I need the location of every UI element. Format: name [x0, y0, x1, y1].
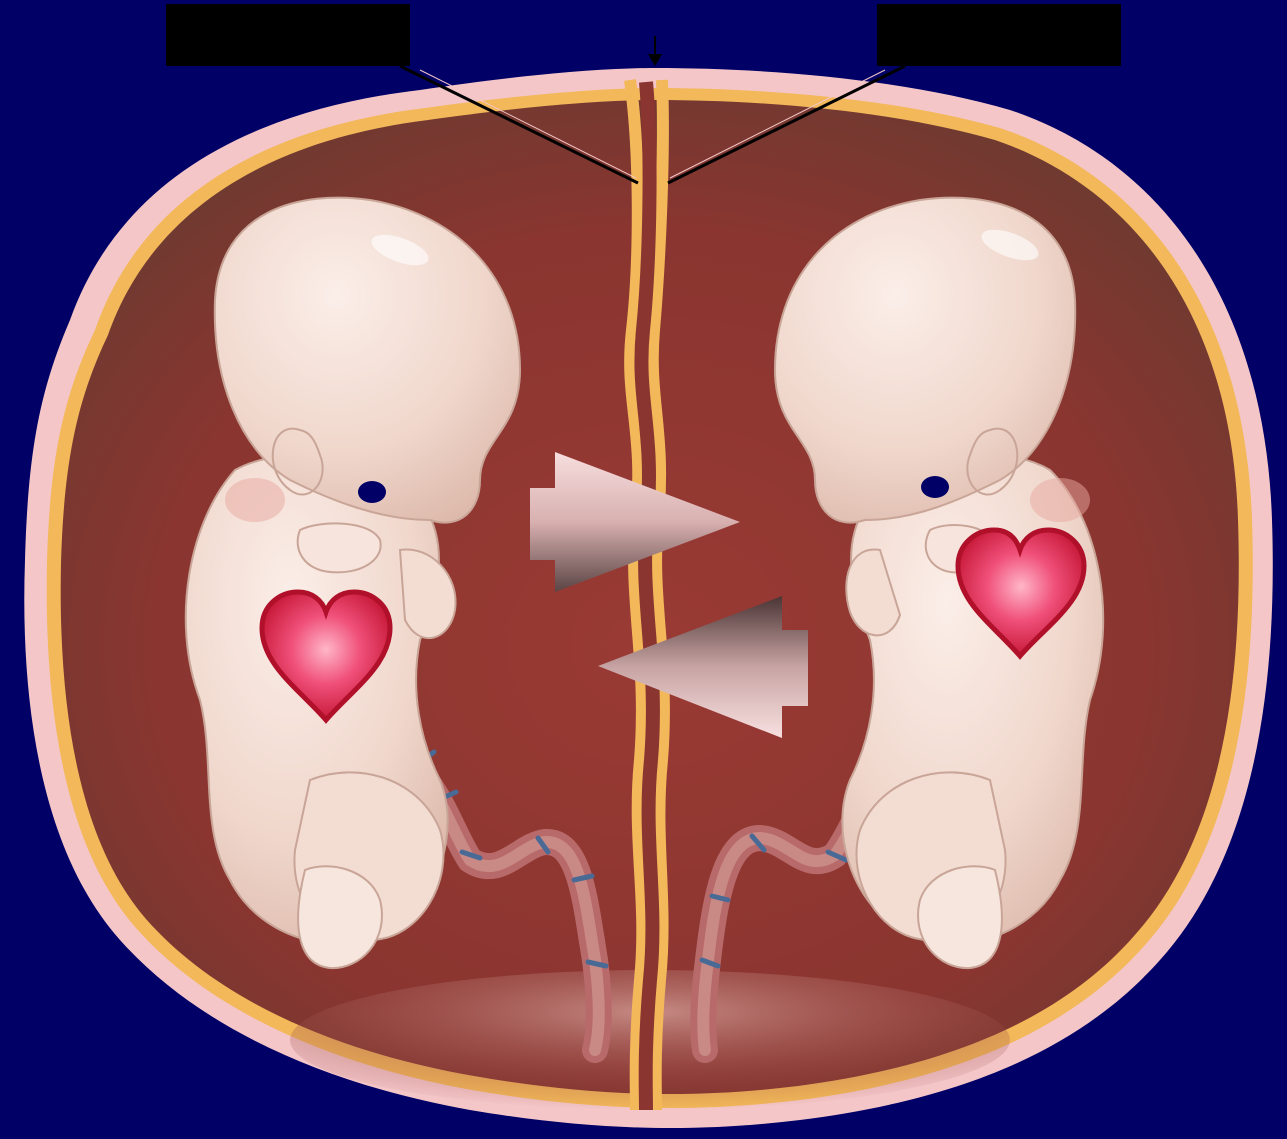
- right-label-box: [877, 4, 1121, 66]
- membrane-pointer-arrow: [648, 36, 662, 66]
- right-fetus-eye: [921, 476, 949, 498]
- left-label-box: [166, 4, 410, 66]
- left-fetus-eye: [358, 481, 386, 503]
